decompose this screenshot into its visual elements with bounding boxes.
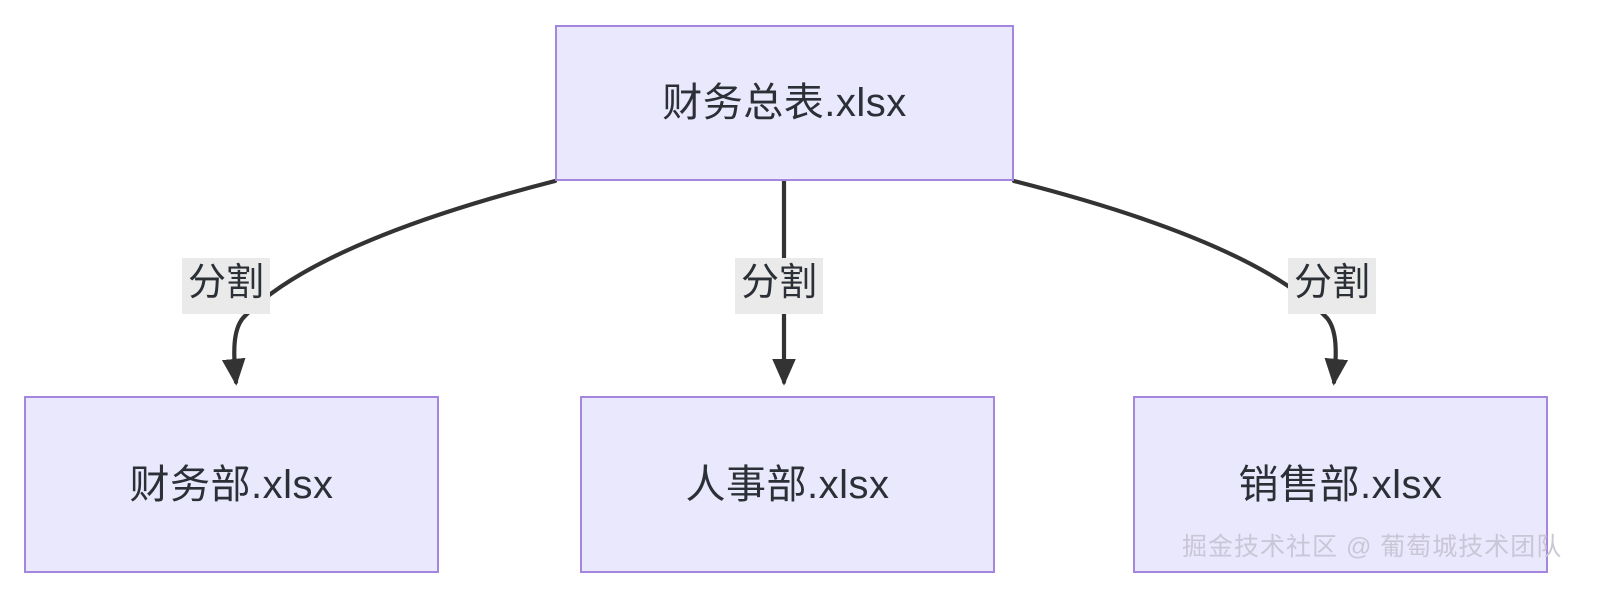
node-root-label: 财务总表.xlsx	[662, 81, 907, 125]
node-root-workbook[interactable]: 财务总表.xlsx	[555, 25, 1014, 181]
edge-root-to-finance	[221, 178, 558, 386]
edge-label-right: 分割	[1288, 258, 1377, 314]
node-finance-workbook[interactable]: 财务部.xlsx	[24, 396, 439, 573]
node-hr-label: 人事部.xlsx	[685, 462, 890, 507]
edge-label-left: 分割	[182, 258, 271, 314]
node-hr-workbook[interactable]: 人事部.xlsx	[580, 396, 995, 573]
node-sales-label: 销售部.xlsx	[1238, 462, 1443, 507]
edge-label-middle: 分割	[735, 258, 824, 314]
node-sales-workbook[interactable]: 销售部.xlsx	[1133, 396, 1548, 573]
edge-root-to-sales	[1011, 178, 1349, 386]
node-finance-label: 财务部.xlsx	[129, 462, 334, 507]
